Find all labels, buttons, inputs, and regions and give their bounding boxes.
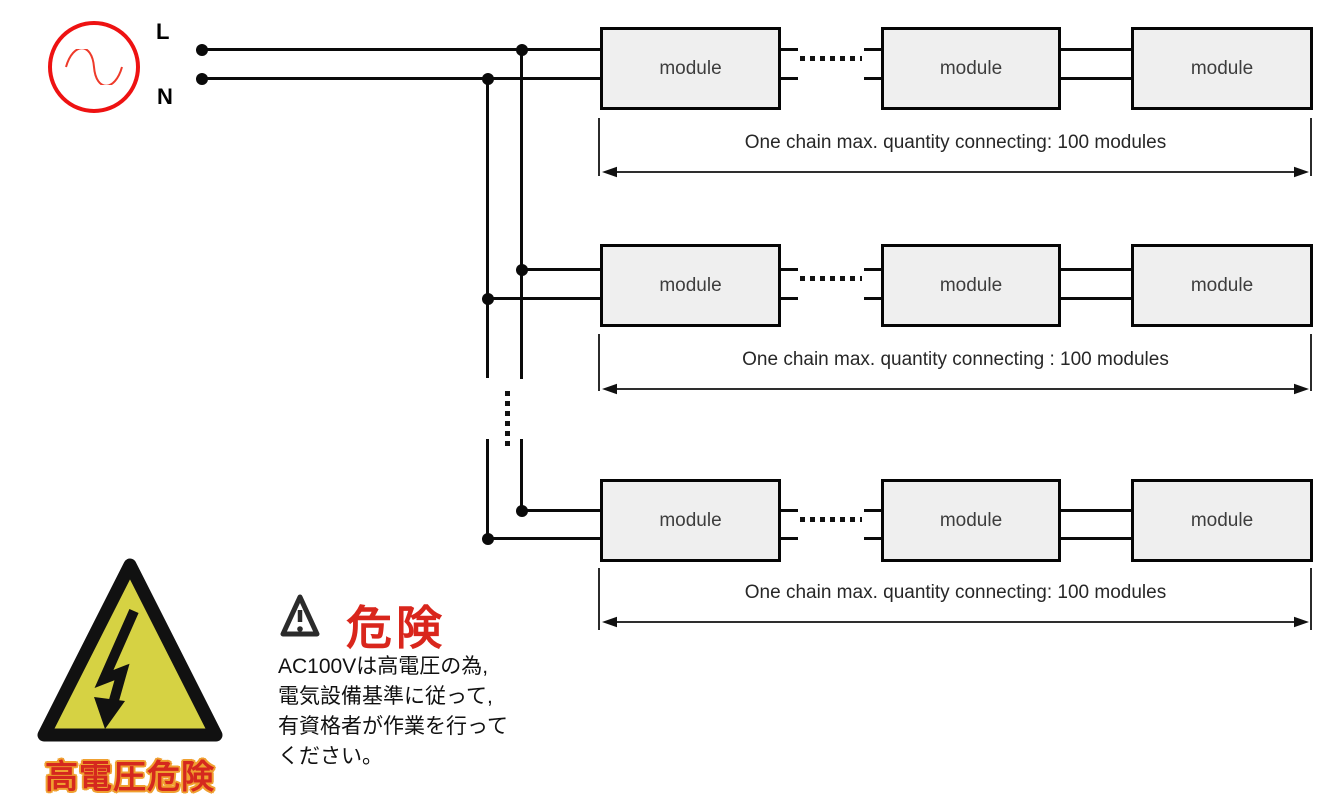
- chain-span-label: One chain max. quantity connecting: 100 …: [744, 132, 1167, 153]
- wire-stub: [781, 77, 798, 80]
- chain-span-arrow: [602, 616, 1309, 628]
- neutral-terminal-label: N: [157, 84, 173, 109]
- span-end-tick: [1310, 334, 1312, 391]
- danger-body-text: AC100Vは高電圧の為, 電気設備基準に従って, 有資格者が作業を行って くだ…: [278, 652, 578, 772]
- junction-dot: [482, 73, 494, 85]
- wire-stub: [864, 297, 881, 300]
- high-voltage-sign-icon: [37, 558, 223, 742]
- module-label: module: [939, 274, 1003, 296]
- module-link-wire: [1061, 48, 1131, 51]
- chain-continuation-dotted: [800, 517, 862, 522]
- ac-source-icon: [48, 21, 140, 113]
- wire-stub: [864, 268, 881, 271]
- module-box: module: [1131, 244, 1313, 327]
- module-label: module: [1190, 274, 1254, 296]
- module-box: module: [1131, 479, 1313, 562]
- wire-stub: [781, 48, 798, 51]
- module-link-wire: [1061, 268, 1131, 271]
- module-box: module: [1131, 27, 1313, 110]
- module-link-wire: [1061, 297, 1131, 300]
- wire-stub: [781, 297, 798, 300]
- module-box: module: [881, 479, 1061, 562]
- bus-line-right-lower: [520, 439, 523, 513]
- span-end-tick: [598, 568, 600, 630]
- danger-body-line: 有資格者が作業を行って: [278, 715, 508, 738]
- high-voltage-sign-caption: 高電圧危険: [45, 758, 215, 795]
- module-label: module: [1190, 509, 1254, 531]
- chain-span-label: One chain max. quantity connecting : 100…: [742, 349, 1169, 370]
- module-box: module: [881, 27, 1061, 110]
- danger-body-line: 電気設備基準に従って,: [278, 685, 493, 708]
- lightning-bolt-icon: [94, 608, 139, 713]
- danger-body-line: AC100Vは高電圧の為,: [278, 655, 489, 678]
- module-link-wire: [1061, 509, 1131, 512]
- module-label: module: [659, 57, 722, 79]
- wire-stub: [781, 509, 798, 512]
- wire-stub: [781, 537, 798, 540]
- module-label: module: [939, 509, 1003, 531]
- chain-span-arrow: [602, 383, 1309, 395]
- branch-wire: [488, 537, 600, 540]
- wire-stub: [781, 268, 798, 271]
- branch-wire: [522, 268, 600, 271]
- line-wire: [202, 48, 600, 51]
- module-box: module: [600, 27, 781, 110]
- line-terminal-label: L: [156, 19, 170, 44]
- module-label: module: [1190, 57, 1254, 79]
- sine-wave-icon: [65, 49, 123, 85]
- neutral-wire: [202, 77, 600, 80]
- bus-line-left-upper: [486, 79, 489, 378]
- wire-stub: [864, 77, 881, 80]
- module-link-wire: [1061, 537, 1131, 540]
- module-link-wire: [1061, 77, 1131, 80]
- line-terminal-dot: [196, 44, 208, 56]
- wire-stub: [864, 509, 881, 512]
- span-end-tick: [1310, 568, 1312, 630]
- neutral-terminal-dot: [196, 73, 208, 85]
- bus-line-left-lower: [486, 439, 489, 541]
- chain-span-label: One chain max. quantity connecting: 100 …: [744, 582, 1167, 603]
- junction-dot: [516, 44, 528, 56]
- module-box: module: [600, 479, 781, 562]
- module-label: module: [939, 57, 1003, 79]
- span-end-tick: [598, 118, 600, 176]
- danger-heading: 危険: [346, 602, 446, 654]
- chain-span-arrow: [602, 166, 1309, 178]
- danger-body-line: ください。: [278, 745, 383, 768]
- chain-continuation-dotted: [800, 56, 862, 61]
- wire-stub: [864, 48, 881, 51]
- warning-triangle-icon: [280, 594, 320, 637]
- bus-line-right-upper: [520, 50, 523, 379]
- wire-stub: [864, 537, 881, 540]
- module-label: module: [659, 509, 722, 531]
- chain-continuation-dotted: [800, 276, 862, 281]
- span-end-tick: [1310, 118, 1312, 176]
- bus-continuation-dotted: [505, 391, 510, 449]
- span-end-tick: [598, 334, 600, 391]
- module-box: module: [881, 244, 1061, 327]
- module-box: module: [600, 244, 781, 327]
- module-label: module: [659, 274, 722, 296]
- branch-wire: [488, 297, 600, 300]
- branch-wire: [522, 509, 600, 512]
